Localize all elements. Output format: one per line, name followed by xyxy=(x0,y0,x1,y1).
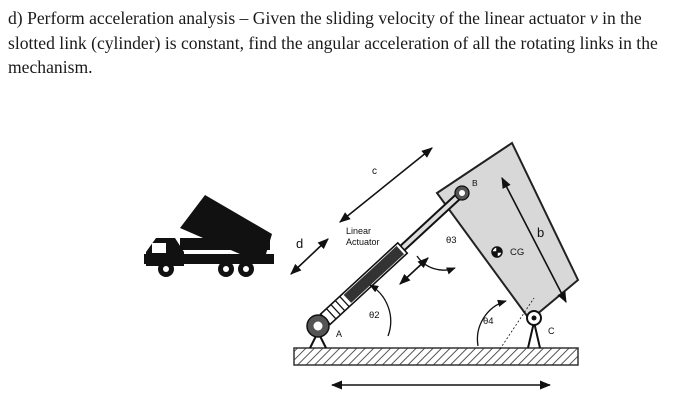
problem-lead: Perform acceleration analysis – Given th… xyxy=(27,8,590,28)
problem-statement: d) Perform acceleration analysis – Given… xyxy=(8,6,692,80)
theta4-arc xyxy=(476,299,507,347)
label-b-point: B xyxy=(472,178,478,188)
pivot-b xyxy=(454,185,470,201)
b-dimension-arrow xyxy=(501,177,567,303)
label-actuator-line1: Linear xyxy=(346,226,371,236)
label-c: c xyxy=(372,166,377,177)
label-theta4: θ4 xyxy=(483,316,494,327)
rotating-body-link xyxy=(435,141,580,322)
label-cg: CG xyxy=(510,247,524,258)
cg-marker xyxy=(491,246,503,258)
problem-rest: in the slotted link (cylinder) is consta… xyxy=(8,8,658,77)
label-theta2: θ2 xyxy=(369,310,380,321)
label-a: A xyxy=(336,329,342,339)
theta2-arc xyxy=(369,284,392,337)
velocity-variable: v xyxy=(589,8,598,28)
pivot-c xyxy=(526,310,542,349)
ground-link xyxy=(293,347,579,366)
label-actuator-line2: Actuator xyxy=(346,237,380,247)
c-dimension-arrow xyxy=(339,147,433,223)
pivot-a xyxy=(306,314,330,349)
label-c-point: C xyxy=(548,326,555,336)
dump-truck-icon xyxy=(144,195,274,277)
linear-actuator xyxy=(315,190,465,329)
label-theta3: θ3 xyxy=(446,235,457,246)
label-d: d xyxy=(296,236,303,251)
d-dimension-arrow xyxy=(290,238,329,275)
label-b: b xyxy=(537,225,544,240)
part-label: d) xyxy=(8,8,23,28)
slide-velocity-arrow xyxy=(399,257,429,285)
